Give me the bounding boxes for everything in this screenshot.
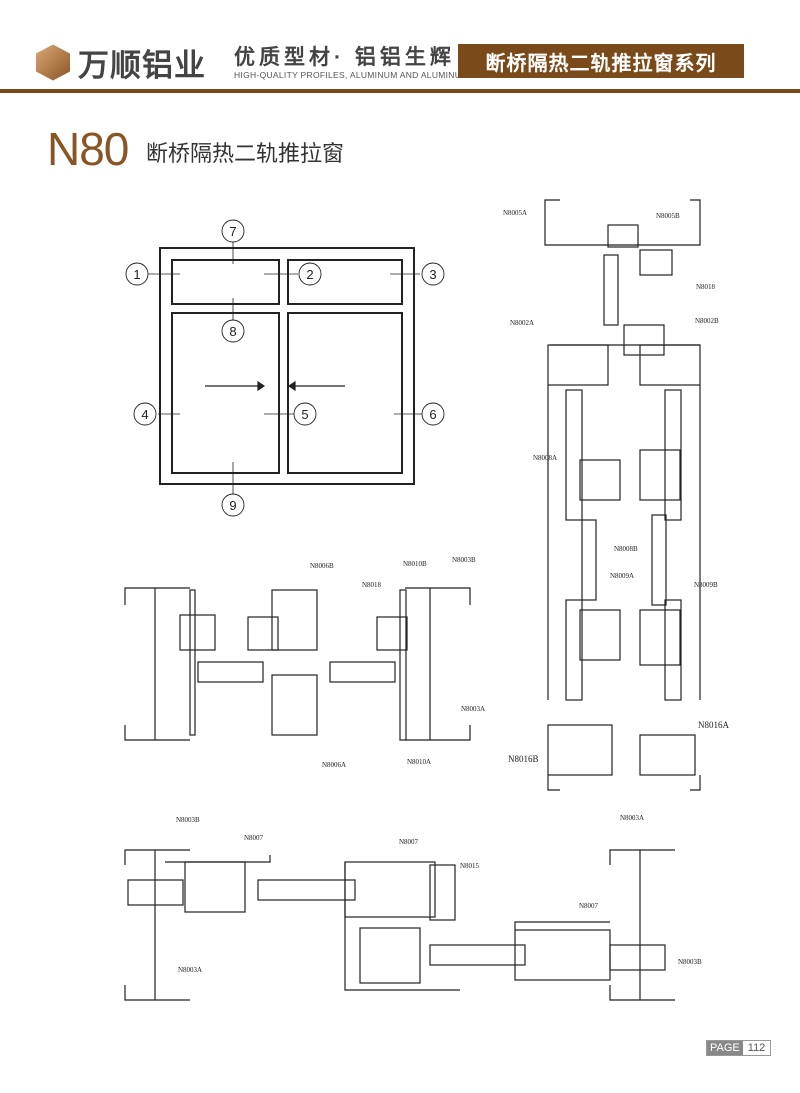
- label-N8016A: N8016A: [698, 720, 729, 730]
- label-N8006B: N8006B: [310, 562, 334, 570]
- header-divider: [0, 89, 800, 93]
- marker-7: 7: [229, 224, 236, 239]
- label-N8005A: N8005A: [503, 209, 527, 217]
- series-title: 断桥隔热二轨推拉窗系列: [458, 44, 744, 78]
- label-N8010A: N8010A: [407, 758, 431, 766]
- label-N8002B: N8002B: [695, 317, 719, 325]
- label-N8003B-middle: N8003B: [452, 556, 476, 564]
- label-N8018-vertical: N8018: [696, 283, 716, 291]
- label-N8009B: N8009B: [694, 581, 718, 589]
- label-N8008A: N8008A: [533, 454, 557, 462]
- marker-2: 2: [306, 267, 313, 282]
- horizontal-section-bottom: [124, 849, 675, 1001]
- page-label: PAGE: [707, 1041, 743, 1055]
- page-title: 断桥隔热二轨推拉窗: [146, 141, 345, 166]
- label-N8003A-bottom-left: N8003A: [178, 966, 202, 974]
- marker-5: 5: [301, 407, 308, 422]
- slogan: 优质型材· 铝铝生辉: [234, 46, 455, 69]
- window-elevation: 1 2 3 4 5 6 7 8 9: [125, 219, 445, 517]
- label-N8018-middle: N8018: [362, 581, 382, 589]
- vertical-section: [544, 199, 701, 791]
- label-N8009A: N8009A: [610, 572, 634, 580]
- label-N8007-1: N8007: [244, 834, 264, 842]
- label-N8003B-bottom-right: N8003B: [678, 958, 702, 966]
- marker-9: 9: [229, 498, 236, 513]
- label-N8003A-bottom-right: N8003A: [620, 814, 644, 822]
- marker-1: 1: [133, 267, 140, 282]
- label-N8010B: N8010B: [403, 560, 427, 568]
- label-N8007-3: N8007: [579, 902, 599, 910]
- label-N8003A-middle: N8003A: [461, 705, 485, 713]
- horizontal-section-top: [124, 587, 471, 741]
- label-N8016B: N8016B: [508, 754, 539, 764]
- marker-4: 4: [141, 407, 148, 422]
- brand-name: 万顺铝业: [78, 48, 206, 83]
- page-number-badge: PAGE 112: [706, 1040, 772, 1056]
- marker-6: 6: [429, 407, 436, 422]
- marker-8: 8: [229, 324, 236, 339]
- label-N8002A: N8002A: [510, 319, 534, 327]
- model-number: N80: [47, 123, 129, 175]
- label-N8015: N8015: [460, 862, 480, 870]
- label-N8003B-bottom-left: N8003B: [176, 816, 200, 824]
- slogan-english: HIGH-QUALITY PROFILES, ALUMINUM AND ALUM…: [234, 70, 469, 80]
- label-N8008B: N8008B: [614, 545, 638, 553]
- brand-logo: 万顺铝业: [36, 40, 206, 85]
- page-number: 112: [747, 1042, 766, 1054]
- marker-3: 3: [429, 267, 436, 282]
- label-N8005B: N8005B: [656, 212, 680, 220]
- label-N8006A: N8006A: [322, 761, 346, 769]
- label-N8007-2: N8007: [399, 838, 419, 846]
